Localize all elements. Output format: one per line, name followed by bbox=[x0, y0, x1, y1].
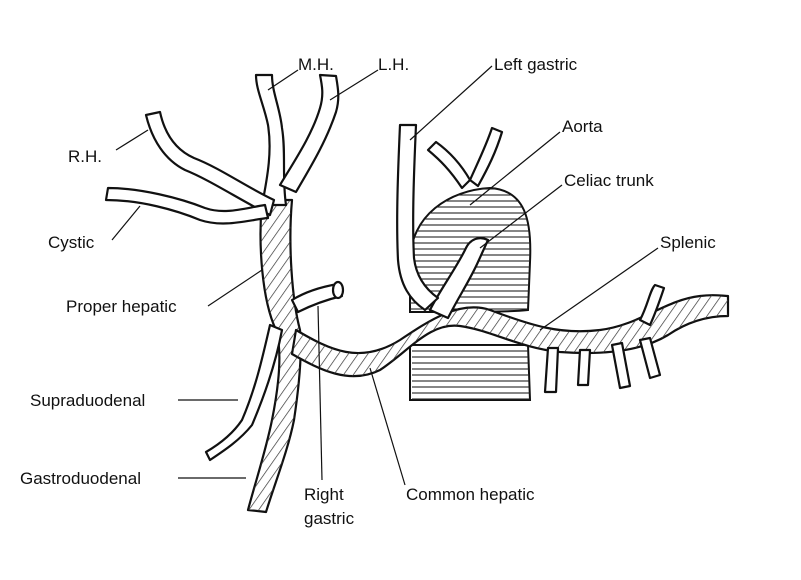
label-common-hepatic: Common hepatic bbox=[406, 485, 535, 504]
label-lh: L.H. bbox=[378, 55, 409, 74]
label-rh: R.H. bbox=[68, 147, 102, 166]
label-aorta: Aorta bbox=[562, 117, 603, 136]
label-proper-hepatic: Proper hepatic bbox=[66, 297, 177, 316]
label-celiac-trunk: Celiac trunk bbox=[564, 171, 654, 190]
label-splenic: Splenic bbox=[660, 233, 716, 252]
label-left-gastric: Left gastric bbox=[494, 55, 578, 74]
leader-lines bbox=[111, 65, 659, 486]
hepatic-vessel-tree bbox=[104, 73, 730, 514]
label-supraduodenal: Supraduodenal bbox=[30, 391, 145, 410]
diagram-labels: M.H. L.H. Left gastric Aorta Celiac trun… bbox=[20, 55, 716, 528]
label-right-gastric-line1: Right bbox=[304, 485, 344, 504]
label-mh: M.H. bbox=[298, 55, 334, 74]
label-gastroduodenal: Gastroduodenal bbox=[20, 469, 141, 488]
aorta-vessel bbox=[409, 186, 532, 401]
label-right-gastric-line2: gastric bbox=[304, 509, 355, 528]
label-cystic: Cystic bbox=[48, 233, 95, 252]
